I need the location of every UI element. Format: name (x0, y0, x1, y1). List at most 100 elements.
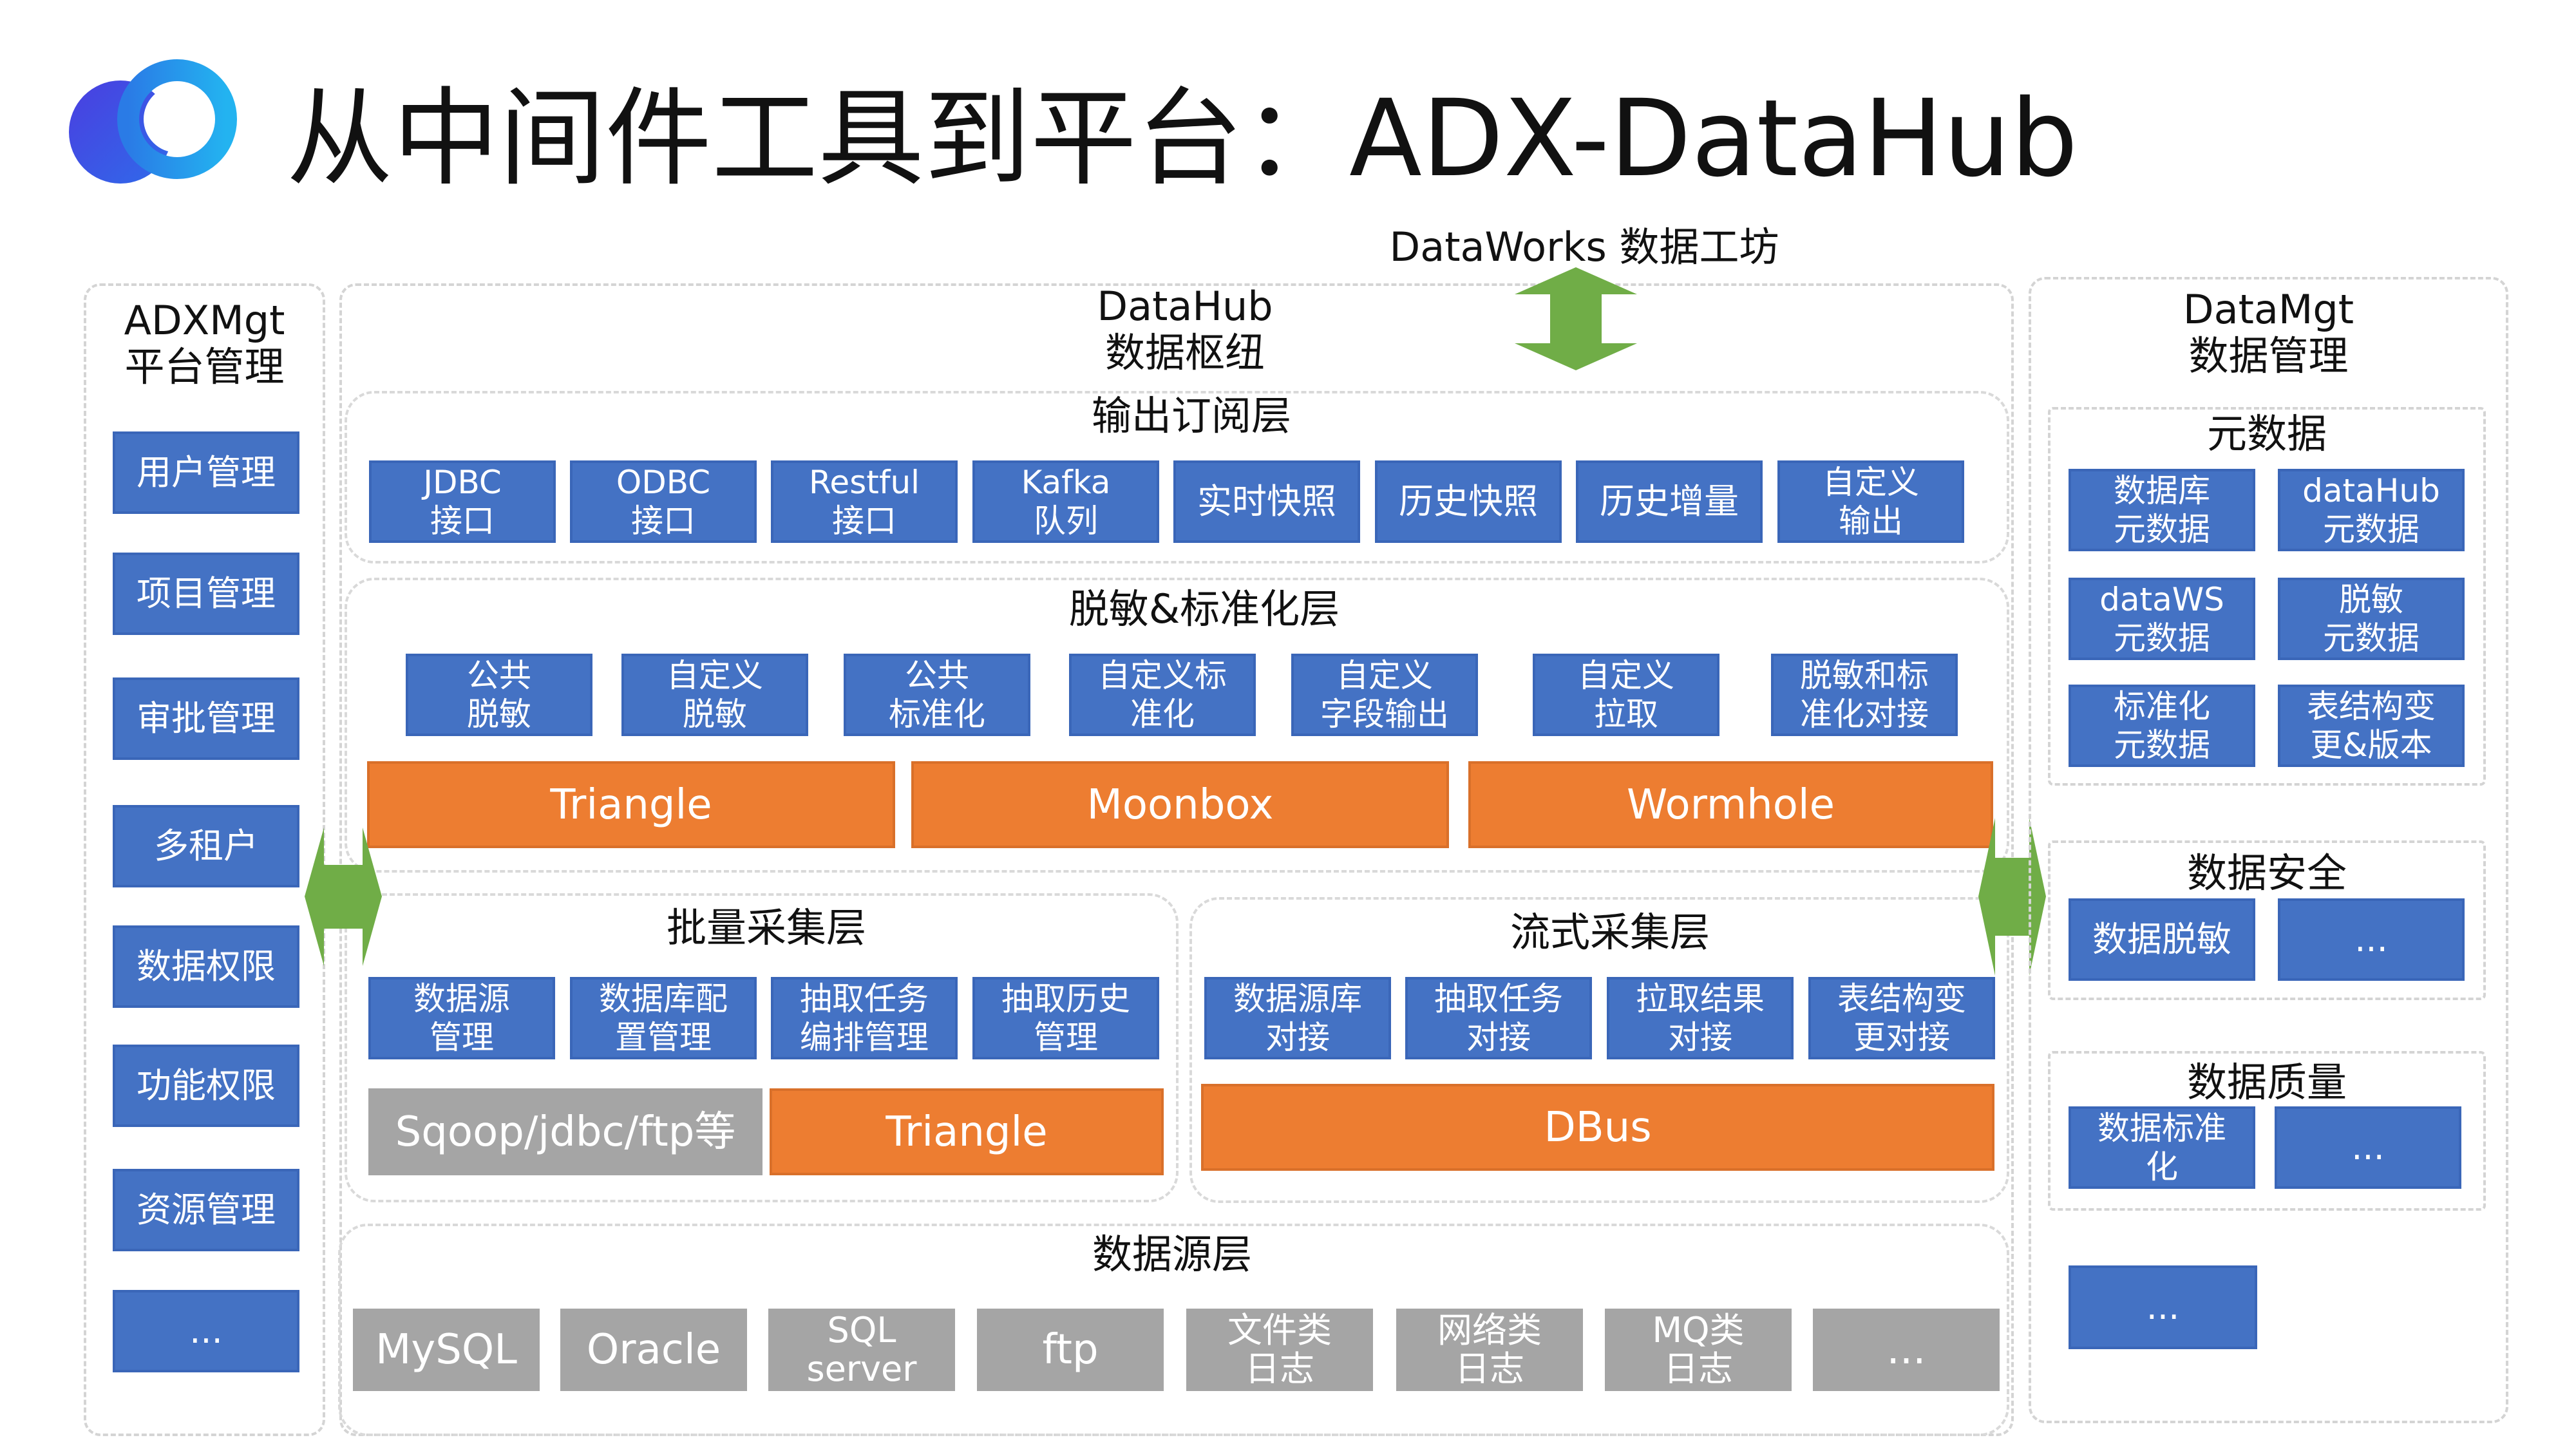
batch-item-1[interactable]: 数据库配置管理 (570, 977, 757, 1059)
output-item-7[interactable]: 自定义输出 (1777, 460, 1964, 543)
source-item-5[interactable]: 网络类日志 (1396, 1309, 1583, 1391)
box-label-line2: server (806, 1349, 917, 1389)
engine-moonbox[interactable]: Moonbox (911, 761, 1449, 848)
right-double-arrow-icon (1978, 818, 2046, 976)
adxmgt-item-3[interactable]: 多租户 (113, 805, 299, 887)
box-label-line1: 标准化 (2114, 688, 2210, 725)
box-label-line2: 更&版本 (2310, 726, 2432, 764)
engine-wormhole[interactable]: Wormhole (1468, 761, 1993, 848)
box-label-line1: 拉取结果 (1636, 980, 1765, 1018)
mask-layer-title: 脱敏&标准化层 (1068, 585, 1340, 632)
box-label-line1: 网络类 (1437, 1310, 1542, 1350)
box-label-line1: 数据源库 (1233, 980, 1362, 1018)
box-label-line2: 置管理 (615, 1019, 712, 1056)
box-label-line2: 管理 (1034, 1019, 1098, 1056)
quality-item-0[interactable]: 数据标准化 (2069, 1106, 2255, 1189)
adxmgt-title: ADXMgt 平台管理 (124, 297, 285, 390)
box-label-line1: 数据标准 (2098, 1110, 2226, 1147)
security-item-1[interactable]: ... (2278, 898, 2465, 981)
adxmgt-item-6[interactable]: 资源管理 (113, 1169, 299, 1251)
box-label-line1: MQ类 (1652, 1310, 1745, 1350)
source-item-7[interactable]: ... (1813, 1309, 2000, 1391)
box-label-line1: dataHub (2302, 472, 2440, 509)
box-label-line1: SQL (827, 1310, 896, 1350)
batch-item-0[interactable]: 数据源管理 (368, 977, 555, 1059)
datamgt-more-box[interactable]: ... (2069, 1265, 2257, 1349)
source-item-1[interactable]: Oracle (560, 1309, 747, 1391)
box-label-line1: 文件类 (1227, 1310, 1332, 1350)
security-box (2048, 840, 2486, 1000)
source-item-4[interactable]: 文件类日志 (1186, 1309, 1373, 1391)
box-label-line1: 自定义 (1336, 657, 1433, 694)
adxmgt-item-5[interactable]: 功能权限 (113, 1045, 299, 1127)
box-label-line1: 公共 (467, 657, 531, 694)
adxmgt-item-1[interactable]: 项目管理 (113, 553, 299, 635)
security-title: 数据安全 (2186, 849, 2347, 896)
mask-item-1[interactable]: 自定义脱敏 (621, 654, 808, 736)
box-label-line2: 标准化 (889, 696, 985, 733)
adxmgt-item-2[interactable]: 审批管理 (113, 677, 299, 760)
box-label-line2: 编排管理 (800, 1019, 929, 1056)
box-label-line2: 元数据 (2114, 620, 2210, 657)
box-label-line2: 脱敏 (467, 696, 531, 733)
datamgt-panel (2029, 277, 2508, 1423)
output-item-6[interactable]: 历史增量 (1576, 460, 1763, 543)
mask-item-5[interactable]: 自定义拉取 (1533, 654, 1719, 736)
stream-item-0[interactable]: 数据源库对接 (1204, 977, 1391, 1059)
batch-tool-triangle: Triangle (770, 1088, 1164, 1175)
box-label-line1: 自定义标 (1098, 657, 1227, 694)
source-item-0[interactable]: MySQL (353, 1309, 540, 1391)
box-label-line1: 脱敏 (2339, 581, 2403, 618)
output-layer (345, 391, 2009, 564)
box-label-line2: 化 (2146, 1148, 2178, 1186)
box-label-line1: 自定义 (1578, 657, 1674, 694)
source-item-6[interactable]: MQ类日志 (1605, 1309, 1792, 1391)
quality-box (2048, 1051, 2486, 1211)
metadata-item-4[interactable]: 标准化元数据 (2069, 685, 2255, 767)
box-label-line1: 自定义 (667, 657, 763, 694)
stream-item-3[interactable]: 表结构变更对接 (1808, 977, 1995, 1059)
batch-layer-title: 批量采集层 (666, 904, 866, 951)
stream-item-1[interactable]: 抽取任务对接 (1405, 977, 1592, 1059)
metadata-item-0[interactable]: 数据库元数据 (2069, 469, 2255, 551)
batch-item-3[interactable]: 抽取历史管理 (972, 977, 1159, 1059)
mask-item-4[interactable]: 自定义字段输出 (1291, 654, 1478, 736)
batch-layer (345, 893, 1179, 1202)
metadata-item-3[interactable]: 脱敏元数据 (2278, 578, 2465, 660)
quality-title: 数据质量 (2186, 1059, 2347, 1106)
mask-item-3[interactable]: 自定义标准化 (1069, 654, 1256, 736)
quality-item-1[interactable]: ... (2275, 1106, 2461, 1189)
mask-layer (345, 578, 2009, 873)
mask-item-2[interactable]: 公共标准化 (844, 654, 1030, 736)
security-item-0[interactable]: 数据脱敏 (2069, 898, 2255, 981)
box-label-line2: 元数据 (2323, 511, 2420, 548)
batch-tool-gray: Sqoop/jdbc/ftp等 (368, 1088, 762, 1175)
output-item-5[interactable]: 历史快照 (1375, 460, 1562, 543)
box-label-line1: Kafka (1021, 464, 1111, 501)
box-label-line1: 数据库 (2114, 472, 2210, 509)
box-label-line2: 对接 (1265, 1019, 1330, 1056)
mask-item-0[interactable]: 公共脱敏 (406, 654, 592, 736)
stream-item-2[interactable]: 拉取结果对接 (1607, 977, 1794, 1059)
metadata-item-5[interactable]: 表结构变更&版本 (2278, 685, 2465, 767)
adxmgt-item-7[interactable]: ... (113, 1290, 299, 1372)
box-label-line2: 日志 (1663, 1349, 1733, 1389)
logo-icon (61, 55, 242, 190)
adxmgt-item-4[interactable]: 数据权限 (113, 925, 299, 1008)
batch-item-2[interactable]: 抽取任务编排管理 (771, 977, 958, 1059)
box-label-line2: 队列 (1034, 502, 1098, 540)
engine-triangle[interactable]: Triangle (367, 761, 895, 848)
box-label-line1: JDBC (423, 464, 502, 501)
box-label-line1: ODBC (616, 464, 711, 501)
adxmgt-item-0[interactable]: 用户管理 (113, 431, 299, 514)
source-item-3[interactable]: ftp (977, 1309, 1164, 1391)
output-item-4[interactable]: 实时快照 (1173, 460, 1360, 543)
mask-item-6[interactable]: 脱敏和标准化对接 (1771, 654, 1958, 736)
